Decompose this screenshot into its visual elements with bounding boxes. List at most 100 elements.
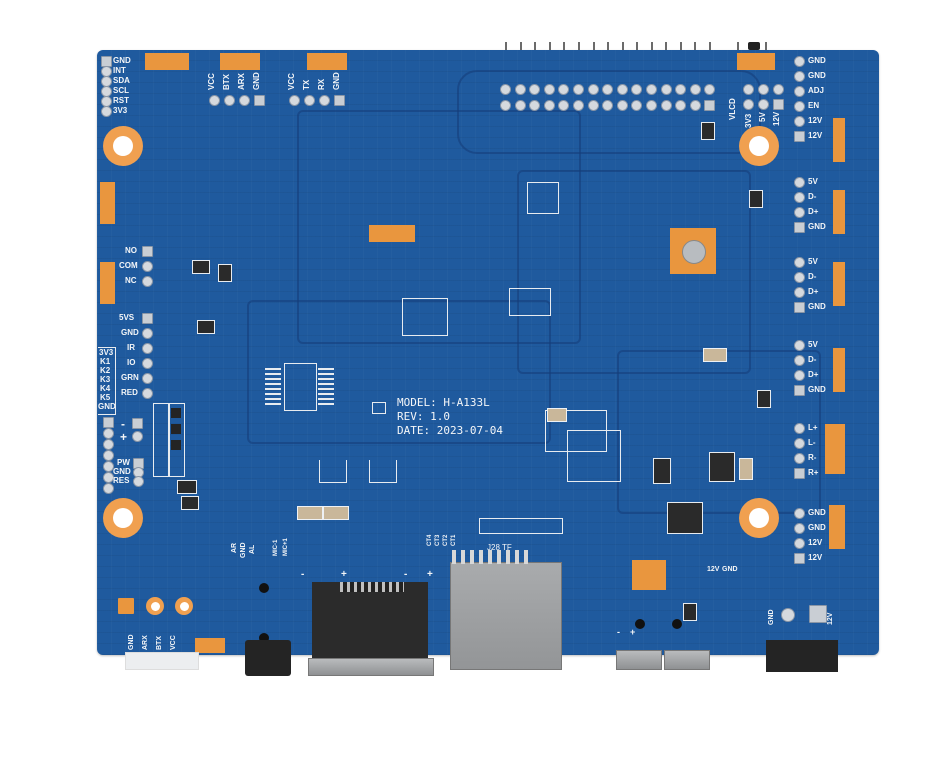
footprint <box>319 460 347 483</box>
label-d-plus: D+ <box>808 287 819 296</box>
label-rx: RX <box>317 78 326 90</box>
label-l-minus: L- <box>808 438 816 447</box>
mounting-hole <box>739 126 779 166</box>
pcb-board: GND INT SDA SCL RST 3V3 VCC BTX ARX GND … <box>97 50 879 655</box>
label-k4: K4 <box>100 384 111 393</box>
through-hole <box>259 583 269 593</box>
label-12v: 12V <box>827 612 834 625</box>
label-12v: 12V <box>808 131 823 140</box>
copper-pad <box>833 262 845 306</box>
label-ir: IR <box>127 343 135 352</box>
copper-pad <box>307 53 347 70</box>
label-k1: K1 <box>100 357 111 366</box>
label-12v: 12V <box>808 116 823 125</box>
label-ct2: CT2 <box>443 534 449 546</box>
label-sda: SDA <box>113 76 130 85</box>
label-12v: 12V <box>707 566 720 573</box>
transistor <box>197 320 215 334</box>
label-int: INT <box>113 66 126 75</box>
label-d-minus: D- <box>808 192 817 201</box>
label-com: COM <box>119 261 138 270</box>
label-gnd: GND <box>808 523 826 532</box>
through-hole <box>635 619 645 629</box>
inductor <box>667 502 703 534</box>
label-vlcd: VLCD <box>728 98 737 120</box>
trace-group <box>517 170 751 374</box>
copper-pad <box>632 560 666 590</box>
label-plus: + <box>120 430 128 444</box>
capacitor <box>297 506 323 520</box>
component-cluster <box>545 410 607 452</box>
audio-jack <box>245 640 291 676</box>
label-12v: 12V <box>772 111 781 126</box>
label-gnd: GND <box>240 542 247 558</box>
copper-pad <box>118 598 134 614</box>
copper-pad <box>220 53 260 70</box>
label-d-minus: D- <box>808 272 817 281</box>
capacitor <box>739 458 753 480</box>
footprint <box>369 460 397 483</box>
capacitor <box>547 408 567 422</box>
label-gnd: GND <box>808 385 826 394</box>
label-plus: + <box>341 569 347 580</box>
pin-header <box>169 403 185 477</box>
label-adj: ADJ <box>808 86 825 95</box>
label-ct4: CT4 <box>427 534 433 546</box>
mounting-hole <box>103 126 143 166</box>
model-text: MODEL: H-A133L <box>397 396 490 409</box>
mounting-hole <box>103 498 143 538</box>
label-minus: - <box>121 417 125 431</box>
pin-header <box>153 403 169 477</box>
uart-connector <box>125 652 199 670</box>
label-3v3: 3V3 <box>113 106 128 115</box>
tf-label: J28 TF <box>487 543 512 552</box>
through-hole <box>259 633 269 643</box>
label-gnd: GND <box>722 566 738 573</box>
copper-pad <box>145 53 189 70</box>
label-gnd: GND <box>808 56 826 65</box>
label-k5: K5 <box>100 393 111 402</box>
label-gnd: GND <box>808 508 826 517</box>
trace-group <box>457 70 761 154</box>
component-cluster <box>509 288 551 316</box>
capacitor <box>703 348 727 362</box>
label-5vs: 5VS <box>119 313 135 322</box>
label-ct1: CT1 <box>451 534 457 546</box>
copper-pad <box>833 348 845 392</box>
label-gnd: GND <box>113 467 131 476</box>
label-r-minus: R- <box>808 453 817 462</box>
label-l-plus: L+ <box>808 423 818 432</box>
label-vcc: VCC <box>207 73 216 90</box>
trace-group <box>297 110 581 344</box>
via-hole <box>146 597 164 615</box>
label-gnd: GND <box>121 328 139 337</box>
date-text: DATE: 2023-07-04 <box>397 424 503 437</box>
label-en: EN <box>808 101 820 110</box>
label-red: RED <box>121 388 138 397</box>
label-vcc: VCC <box>170 635 177 650</box>
label-gnd: GND <box>768 609 775 625</box>
label-ct3: CT3 <box>435 534 441 546</box>
label-pw: PW <box>117 458 130 467</box>
label-nc: NC <box>125 276 137 285</box>
label-btx: BTX <box>156 636 163 650</box>
label-tx: TX <box>302 79 311 90</box>
label-btx: BTX <box>222 74 231 90</box>
component-cluster <box>567 430 621 482</box>
label-mic-minus: MIC-1 <box>273 539 279 556</box>
label-gnd: GND <box>98 402 116 411</box>
copper-pad <box>195 638 225 653</box>
transistor <box>683 603 697 621</box>
revision-text: REV: 1.0 <box>397 410 450 423</box>
label-arx: ARX <box>142 635 149 650</box>
label-al: AL <box>249 544 256 554</box>
component-cluster <box>402 298 448 336</box>
label-12v: 12V <box>808 538 823 547</box>
label-gnd: GND <box>128 634 135 650</box>
regulator <box>653 458 671 484</box>
label-d-plus: D+ <box>808 207 819 216</box>
label-gnd: GND <box>252 72 261 90</box>
label-k3: K3 <box>100 375 111 384</box>
via-hole <box>175 597 193 615</box>
mounting-hole <box>739 498 779 538</box>
